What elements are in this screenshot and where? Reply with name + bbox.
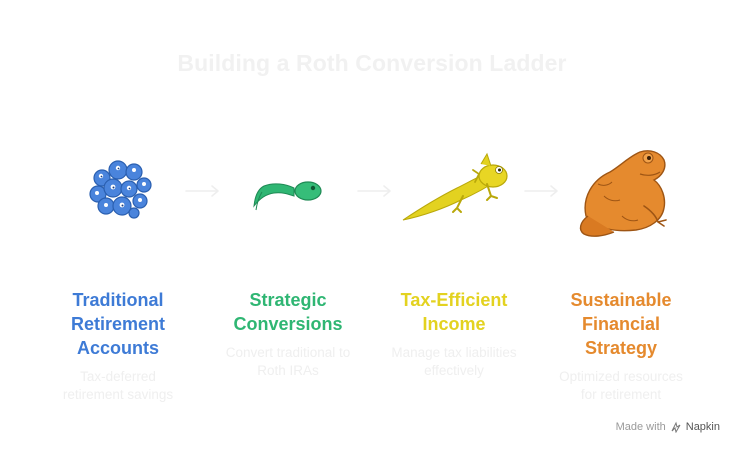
step-tax-efficient-income: Tax-Efficient Income Manage tax liabilit…: [369, 288, 539, 380]
froglet-icon: [402, 152, 508, 221]
arrow-right-icon: [185, 185, 219, 197]
step-title: Strategic Conversions: [233, 290, 343, 334]
arrow-right-icon: [357, 185, 391, 197]
made-with-label: Made with: [615, 421, 666, 433]
step-description: Manage tax liabilities effectively: [391, 345, 517, 378]
step-description: Convert traditional to Roth IRAs: [225, 345, 351, 378]
step-sustainable-strategy: Sustainable Financial Strategy Optimized…: [536, 288, 706, 404]
step-strategic-conversions: Strategic Conversions Convert traditiona…: [203, 288, 373, 380]
napkin-logo-icon: [671, 421, 681, 433]
step-description: Optimized resources for retirement: [559, 369, 683, 402]
step-title: Traditional Retirement Accounts: [70, 290, 166, 358]
frog-eggs-icon: [89, 160, 152, 219]
step-traditional-retirement: Traditional Retirement Accounts Tax-defe…: [33, 288, 203, 404]
step-title: Sustainable Financial Strategy: [570, 290, 672, 358]
napkin-watermark: Made with Napkin: [616, 421, 720, 433]
napkin-brand-label: Napkin: [685, 421, 720, 433]
step-description: Tax-deferred retirement savings: [62, 369, 174, 402]
tadpole-icon: [253, 181, 322, 211]
arrow-right-icon: [524, 185, 558, 197]
step-title: Tax-Efficient Income: [400, 290, 508, 334]
frog-icon: [579, 150, 667, 237]
diagram-title: Building a Roth Conversion Ladder: [177, 50, 567, 76]
